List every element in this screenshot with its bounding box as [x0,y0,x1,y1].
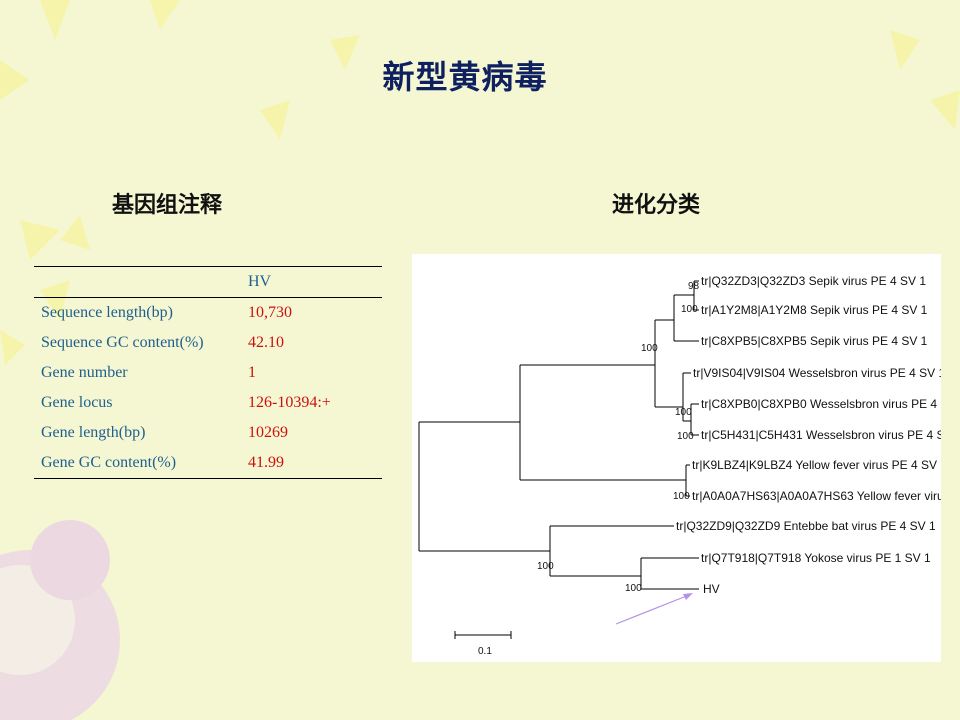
row-value: 42.10 [248,334,284,351]
tree-branches [418,280,699,639]
taxon-label: tr|C5H431|C5H431 Wesselsbron virus PE 4 … [701,428,941,442]
slide-title: 新型黄病毒 [382,58,548,96]
row-value: 10269 [248,424,288,441]
row-value: 1 [248,364,256,381]
phylogeny-heading: 进化分类 [612,193,701,218]
taxon-label-hv: HV [703,582,720,596]
bootstrap-label: 100 [641,343,658,354]
taxon-label: tr|C8XPB0|C8XPB0 Wesselsbron virus PE 4 … [701,397,941,411]
bootstrap-label: 100 [675,407,692,418]
scale-bar-label: 0.1 [478,646,492,657]
hv-pointer-arrow [615,593,693,625]
phylogenetic-tree-panel: tr|Q32ZD3|Q32ZD3 Sepik virus PE 4 SV 1 t… [412,254,941,662]
taxon-label: tr|Q7T918|Q7T918 Yokose virus PE 1 SV 1 [701,551,931,565]
row-value: 41.99 [248,448,382,479]
row-value: 10,730 [248,304,292,321]
phylogenetic-tree: tr|Q32ZD3|Q32ZD3 Sepik virus PE 4 SV 1 t… [418,274,941,657]
table-row: Gene GC content(%) 41.99 [34,448,382,479]
row-label: Gene locus [41,394,113,411]
bootstrap-label: 100 [625,583,642,594]
table-header-empty [34,266,248,298]
table-row: Gene length(bp) 10269 [34,418,382,448]
bootstrap-label: 100 [677,431,694,442]
taxon-label: tr|A1Y2M8|A1Y2M8 Sepik virus PE 4 SV 1 [701,303,928,317]
row-label: Sequence GC content(%) [41,334,204,351]
table-row: Gene locus 126-10394:+ [34,388,382,418]
row-label: Sequence length(bp) [41,304,173,321]
taxon-label: tr|V9IS04|V9IS04 Wesselsbron virus PE 4 … [693,366,941,380]
taxon-labels: tr|Q32ZD3|Q32ZD3 Sepik virus PE 4 SV 1 t… [676,274,941,596]
taxon-label: tr|Q32ZD9|Q32ZD9 Entebbe bat virus PE 4 … [676,519,936,533]
table-row: Gene number 1 [34,358,382,388]
taxon-label: tr|K9LBZ4|K9LBZ4 Yellow fever virus PE 4… [692,458,941,472]
table-row: Sequence length(bp) 10,730 [34,298,382,329]
taxon-label: tr|A0A0A7HS63|A0A0A7HS63 Yellow fever vi… [692,489,941,503]
row-label: Gene GC content(%) [34,448,248,479]
bootstrap-values: 98 100 100 100 100 100 100 100 0.1 [478,281,700,657]
taxon-label: tr|Q32ZD3|Q32ZD3 Sepik virus PE 4 SV 1 [701,274,926,288]
row-label: Gene number [41,364,128,381]
row-label: Gene length(bp) [41,424,146,441]
table-header-hv: HV [248,266,382,298]
table-header-row: HV [34,266,382,298]
table-row: Sequence GC content(%) 42.10 [34,328,382,358]
taxon-label: tr|C8XPB5|C8XPB5 Sepik virus PE 4 SV 1 [701,334,928,348]
bootstrap-label: 100 [537,561,554,572]
genome-annotation-table: HV Sequence length(bp) 10,730 Sequence G… [34,266,382,479]
row-value: 126-10394:+ [248,394,331,411]
genome-annotation-heading: 基因组注释 [112,193,223,218]
bootstrap-label: 100 [673,491,690,502]
bootstrap-label: 98 [688,281,700,292]
bootstrap-label: 100 [681,304,698,315]
